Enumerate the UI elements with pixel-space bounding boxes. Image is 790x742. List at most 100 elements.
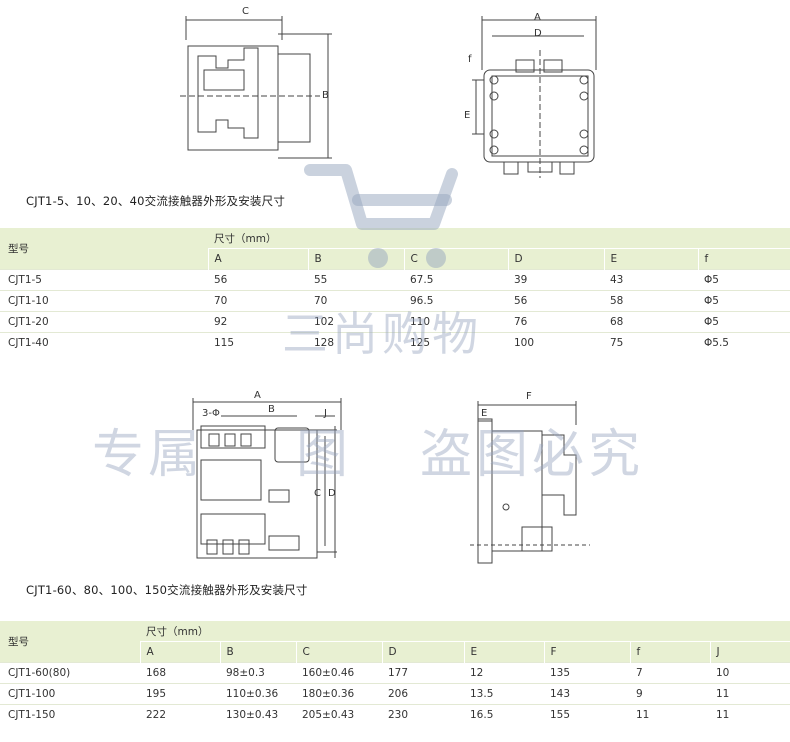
table-cell: Φ5 [698, 311, 790, 333]
model-cell: CJT1-40 [0, 332, 208, 353]
dim-label-c-large: C [314, 488, 321, 499]
column-header: f [697, 248, 790, 270]
table-cell: Φ5.5 [698, 332, 790, 353]
table-cell: 96.5 [404, 290, 508, 312]
table-cell: 125 [404, 332, 508, 353]
model-cell: CJT1-60(80) [0, 662, 140, 684]
table-cell: 12 [464, 662, 544, 684]
column-header: F [543, 641, 630, 663]
table-cell: 56 [508, 290, 604, 312]
table-cell: 16.5 [464, 704, 544, 725]
dim-label-j-large: J [324, 408, 327, 419]
table-cell: 180±0.36 [296, 683, 382, 705]
watermark-shop-name: 三尚购物 [282, 307, 482, 361]
watermark-right: 盗图必究 [420, 425, 645, 485]
table-cell: 9 [630, 683, 710, 705]
table-cell: 55 [308, 269, 404, 291]
dim-label-a-small: A [534, 12, 541, 23]
table-cell: 222 [140, 704, 220, 725]
column-header: D [381, 641, 464, 663]
table-cell: 68 [604, 311, 698, 333]
contactor-side-view-large [470, 401, 590, 564]
table-cell: 102 [308, 311, 404, 333]
dim-label-d-small: D [534, 28, 542, 39]
table-row: CJT1-60(80) 168 98±0.3 160±0.46 177 12 1… [0, 662, 790, 684]
watermark-left-2: 图 [296, 425, 353, 485]
dim-label-b-large: B [268, 404, 275, 415]
size-header: 尺寸（mm） [140, 621, 790, 642]
table-cell: 7 [630, 662, 710, 684]
dim-label-3phi: 3-Φ [202, 408, 220, 419]
table-cell: 11 [710, 704, 790, 725]
dim-label-f-large: F [526, 391, 532, 402]
dim-label-b-small: B [322, 90, 329, 101]
contactor-side-view-small [180, 16, 332, 159]
table-cell: 177 [382, 662, 464, 684]
shopping-cart-icon [304, 164, 458, 268]
table-cell: 92 [208, 311, 308, 333]
table-cell: Φ5 [698, 269, 790, 291]
model-cell: CJT1-100 [0, 683, 140, 705]
dim-label-e-large: E [481, 408, 488, 419]
column-header: E [463, 641, 544, 663]
table-row: CJT1-10 70 70 96.5 56 58 Φ5 [0, 290, 790, 312]
table-cell: Φ5 [698, 290, 790, 312]
table-cell: 195 [140, 683, 220, 705]
watermark-left: 专属 [92, 425, 205, 485]
table-cell: 70 [208, 290, 308, 312]
table-cell: 43 [604, 269, 698, 291]
table-cell: 10 [710, 662, 790, 684]
model-header: 型号 [0, 621, 140, 663]
table-cell: 110 [404, 311, 508, 333]
size-header: 尺寸（mm） [208, 228, 790, 249]
column-header: D [507, 248, 604, 270]
table-cell: 67.5 [404, 269, 508, 291]
table-cell: 75 [604, 332, 698, 353]
table-cell: 58 [604, 290, 698, 312]
table-cell: 11 [710, 683, 790, 705]
table-cell: 70 [308, 290, 404, 312]
table-cell: 115 [208, 332, 308, 353]
table-cell: 135 [544, 662, 630, 684]
column-header: A [139, 641, 220, 663]
model-header: 型号 [0, 228, 208, 270]
table-row: CJT1-100 195 110±0.36 180±0.36 206 13.5 … [0, 683, 790, 705]
contactor-front-view-small [472, 16, 597, 178]
table-row: CJT1-5 56 55 67.5 39 43 Φ5 [0, 269, 790, 291]
caption-section1: CJT1-5、10、20、40交流接触器外形及安装尺寸 [26, 194, 286, 208]
spec-table-small: 型号 尺寸（mm） A B C D E f CJT1-5 56 55 67.5 … [0, 228, 790, 353]
table-cell: 39 [508, 269, 604, 291]
column-header: f [629, 641, 710, 663]
table-cell: 110±0.36 [220, 683, 296, 705]
column-header: J [709, 641, 790, 663]
table-cell: 98±0.3 [220, 662, 296, 684]
column-header: A [207, 248, 308, 270]
dim-label-a-large: A [254, 390, 261, 401]
table-cell: 56 [208, 269, 308, 291]
table-row: CJT1-40 115 128 125 100 75 Φ5.5 [0, 332, 790, 353]
model-cell: CJT1-150 [0, 704, 140, 725]
column-header: B [219, 641, 296, 663]
table-cell: 168 [140, 662, 220, 684]
table-cell: 130±0.43 [220, 704, 296, 725]
model-cell: CJT1-20 [0, 311, 208, 333]
table-cell: 100 [508, 332, 604, 353]
table-cell: 155 [544, 704, 630, 725]
column-header: E [603, 248, 698, 270]
table-row: CJT1-20 92 102 110 76 68 Φ5 [0, 311, 790, 333]
table-row: CJT1-150 222 130±0.43 205±0.43 230 16.5 … [0, 704, 790, 725]
table-cell: 230 [382, 704, 464, 725]
table-cell: 143 [544, 683, 630, 705]
table-cell: 205±0.43 [296, 704, 382, 725]
table-cell: 11 [630, 704, 710, 725]
table-cell: 76 [508, 311, 604, 333]
table-cell: 160±0.46 [296, 662, 382, 684]
table-cell: 206 [382, 683, 464, 705]
model-cell: CJT1-10 [0, 290, 208, 312]
model-cell: CJT1-5 [0, 269, 208, 291]
table-cell: 13.5 [464, 683, 544, 705]
column-header: C [295, 641, 382, 663]
contactor-front-view-large [192, 398, 342, 559]
dim-label-f-small: f [468, 54, 472, 65]
dim-label-d-large: D [328, 488, 336, 499]
